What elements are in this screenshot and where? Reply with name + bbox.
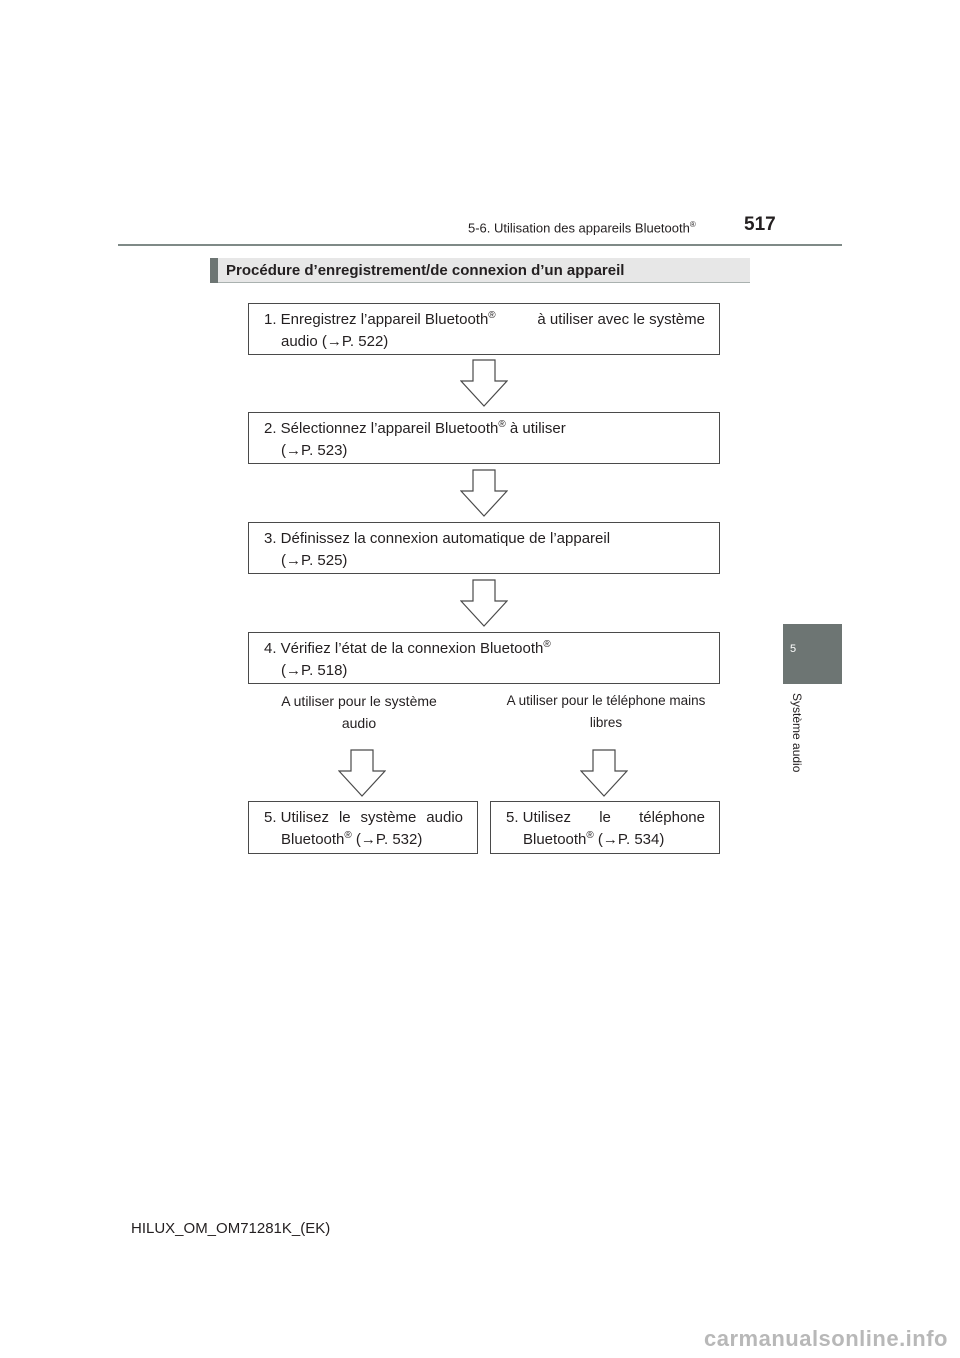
step-5-phone-word: 5. Utilisez <box>506 809 572 826</box>
registered-mark: ® <box>344 830 352 841</box>
step-5-phone-box: 5. Utilisez le téléphone Bluetooth® (→P.… <box>490 801 720 854</box>
step-5-audio-word: audio <box>426 809 463 826</box>
procedure-title: Procédure d’enregistrement/de connexion … <box>226 262 625 279</box>
section-title: 5-6. Utilisation des appareils Bluetooth <box>468 220 690 236</box>
branch-label-audio-line1: A utiliser pour le système <box>281 693 437 709</box>
step-1-reference: audio (→P. 522) <box>281 333 389 350</box>
registered-mark: ® <box>586 830 594 841</box>
down-arrow-icon <box>460 579 508 627</box>
step-1-text-end: à utiliser avec le système <box>537 311 705 328</box>
step-4-box: 4. Vérifiez l’état de la connexion Bluet… <box>248 632 720 684</box>
down-arrow-icon <box>338 749 386 797</box>
registered-mark: ® <box>488 310 496 321</box>
step-5-audio-word: système <box>360 809 417 826</box>
branch-label-phone: A utiliser pour le téléphone mains libre… <box>490 690 722 734</box>
step-2-reference: (→P. 523) <box>281 442 348 459</box>
page-number: 517 <box>744 214 776 235</box>
branch-label-audio: A utiliser pour le système audio <box>248 690 470 734</box>
step-5-audio-reference: (→P. 532) <box>351 831 423 848</box>
registered-mark: ® <box>689 220 696 229</box>
step-2-text: 2. Sélectionnez l’appareil Bluetooth <box>264 420 499 437</box>
down-arrow-icon <box>580 749 628 797</box>
step-4-text: 4. Vérifiez l’état de la connexion Bluet… <box>264 640 544 657</box>
section-header: 5-6. Utilisation des appareils Bluetooth… <box>468 220 696 235</box>
step-5-phone-word: téléphone <box>639 809 705 826</box>
down-arrow-icon <box>460 469 508 517</box>
step-3-reference: (→P. 525) <box>281 552 348 569</box>
watermark: carmanualsonline.info <box>704 1326 948 1351</box>
procedure-title-bar <box>210 258 750 283</box>
registered-mark: ® <box>498 419 506 430</box>
chapter-tab <box>783 624 842 684</box>
step-2-text-end: à utiliser <box>505 420 566 437</box>
step-5-audio-word: le <box>338 809 351 826</box>
chapter-number: 5 <box>789 643 797 655</box>
down-arrow-icon <box>460 359 508 407</box>
branch-label-phone-line1: A utiliser pour le téléphone mains <box>506 693 706 708</box>
chapter-label: Système audio <box>790 693 804 773</box>
branch-label-phone-line2: libres <box>589 715 623 730</box>
step-4-reference: (→P. 518) <box>281 662 348 679</box>
step-1-box: 1. Enregistrez l’appareil Bluetooth® à u… <box>248 303 720 355</box>
step-5-phone-reference: (→P. 534) <box>593 831 665 848</box>
step-5-audio-box: 5. Utilisez le système audio Bluetooth® … <box>248 801 478 854</box>
step-2-box: 2. Sélectionnez l’appareil Bluetooth® à … <box>248 412 720 464</box>
branch-label-audio-line2: audio <box>341 715 377 731</box>
title-marker <box>210 258 218 283</box>
step-3-text: 3. Définissez la connexion automatique d… <box>264 530 611 547</box>
header-rule <box>118 244 842 246</box>
step-5-phone-text: Bluetooth <box>523 831 587 848</box>
step-5-audio-word: 5. Utilisez <box>264 809 330 826</box>
step-5-audio-text: Bluetooth <box>281 831 345 848</box>
registered-mark: ® <box>543 639 551 650</box>
step-1-text: 1. Enregistrez l’appareil Bluetooth <box>264 311 489 328</box>
document-code: HILUX_OM_OM71281K_(EK) <box>131 1220 331 1237</box>
step-3-box: 3. Définissez la connexion automatique d… <box>248 522 720 574</box>
step-5-phone-word: le <box>599 809 611 826</box>
